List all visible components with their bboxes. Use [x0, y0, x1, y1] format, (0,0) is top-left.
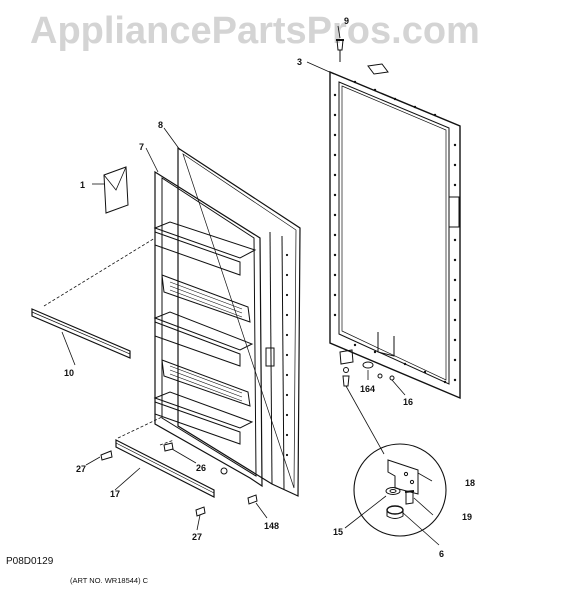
- callout-16: 16: [403, 397, 413, 407]
- bottom-bar-part-17: [115, 439, 215, 498]
- door-shelves: [153, 221, 257, 445]
- art-number: (ART NO. WR18544) C: [70, 576, 149, 585]
- callout-164: 164: [360, 384, 375, 394]
- callout-27b: 27: [192, 532, 202, 542]
- literature-envelope: [103, 166, 129, 214]
- watermark: AppliancePartsPros.com: [30, 10, 480, 52]
- callout-15: 15: [333, 527, 343, 537]
- callout-10: 10: [64, 368, 74, 378]
- leader-lines: [43, 25, 440, 546]
- callout-7: 7: [139, 142, 144, 152]
- door-liner: [153, 146, 301, 497]
- callout-17: 17: [110, 489, 120, 499]
- screws: [100, 442, 258, 517]
- callout-3: 3: [297, 57, 302, 67]
- callout-26: 26: [196, 463, 206, 473]
- door-gasket-frame: [329, 70, 461, 400]
- callout-1: 1: [80, 180, 85, 190]
- callout-18: 18: [465, 478, 475, 488]
- detail-circle: [353, 443, 447, 537]
- callout-9: 9: [344, 16, 349, 26]
- shelf-bar-part-10: [31, 308, 131, 359]
- hinge-hardware: [339, 349, 395, 387]
- label-plate: [367, 63, 389, 75]
- callout-148: 148: [264, 521, 279, 531]
- diagram-code: P08D0129: [6, 556, 54, 567]
- callout-8: 8: [158, 120, 163, 130]
- callout-6: 6: [439, 549, 444, 559]
- callout-27a: 27: [76, 464, 86, 474]
- screw-part-9: [336, 39, 344, 62]
- callout-19: 19: [462, 512, 472, 522]
